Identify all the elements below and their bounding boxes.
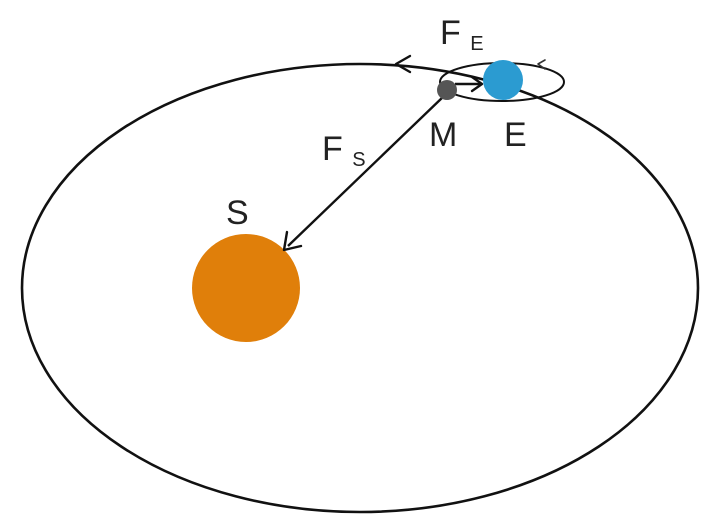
moon — [437, 80, 457, 100]
force-earth-label-main: F — [440, 14, 461, 52]
force-sun-arrowhead — [282, 230, 303, 252]
sun-label: S — [226, 194, 249, 232]
force-sun-label-sub: S — [352, 149, 365, 171]
earth-orbit-direction-arrow — [394, 54, 412, 74]
force-earth-label: F E — [440, 14, 484, 55]
sun — [192, 234, 300, 342]
force-sun-arrow-line — [287, 95, 445, 247]
earth-orbit — [20, 62, 700, 514]
earth — [483, 60, 523, 100]
force-earth-label-sub: E — [470, 33, 483, 55]
earth-label: E — [504, 116, 527, 154]
force-sun-label-main: F — [322, 130, 343, 168]
moon-orbit-direction-arrow — [537, 59, 546, 70]
moon-label: M — [429, 116, 457, 154]
force-earth-arrowhead — [470, 75, 484, 93]
force-sun-label: F S — [322, 130, 366, 171]
